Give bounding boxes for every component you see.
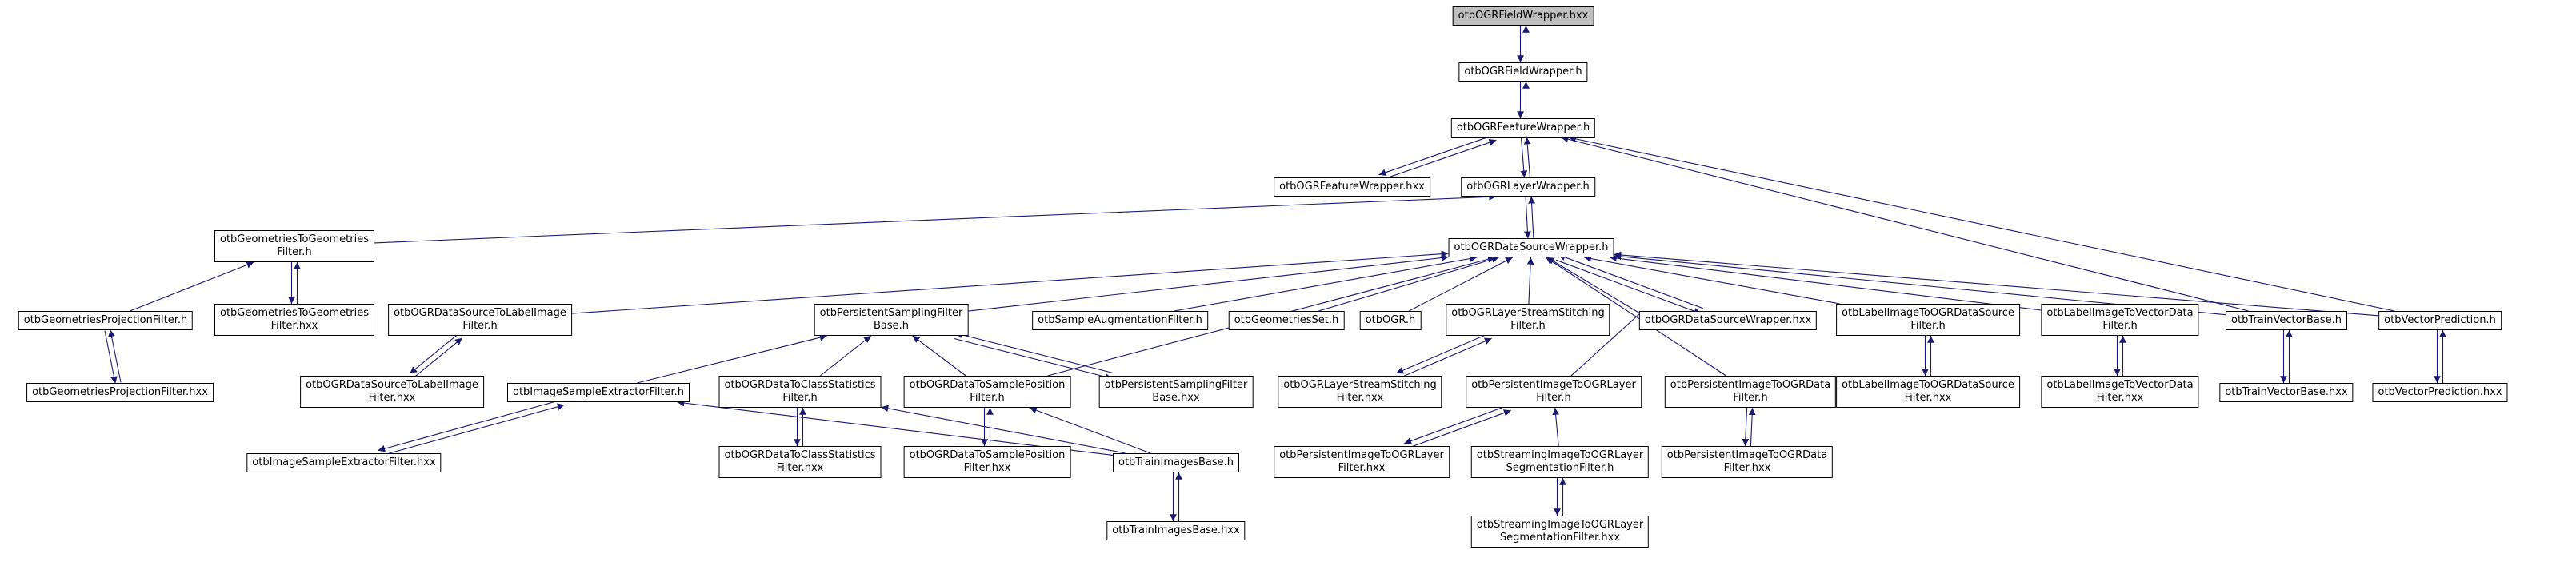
graph-edge [954, 337, 1113, 381]
graph-edge [1748, 408, 1756, 447]
graph-node-ogrdatatoclassstats_h[interactable]: otbOGRDataToClassStatistics Filter.h [718, 376, 882, 408]
graph-node-labeltoogrds_hxx[interactable]: otbLabelImageToOGRDataSource Filter.hxx [1836, 376, 2020, 408]
graph-node-streamingseg_h[interactable]: otbStreamingImageToOGRLayer Segmentation… [1470, 446, 1650, 478]
graph-node-trainvectorbase_h[interactable]: otbTrainVectorBase.h [2226, 311, 2347, 330]
graph-node-persistenttoogrlayer_h[interactable]: otbPersistentImageToOGRLayer Filter.h [1466, 376, 1642, 408]
graph-edge [1408, 257, 1514, 312]
graph-node-geomprojection_h[interactable]: otbGeometriesProjectionFilter.h [18, 311, 194, 330]
graph-edge [819, 335, 872, 377]
graph-node-persistenttoogrlayer_hxx[interactable]: otbPersistentImageToOGRLayer Filter.hxx [1274, 446, 1450, 478]
graph-node-trainimagesbase_hxx[interactable]: otbTrainImagesBase.hxx [1106, 521, 1246, 540]
graph-node-ogrdatatosamplepos_h[interactable]: otbOGRDataToSamplePosition Filter.h [903, 376, 1071, 408]
graph-edge [1523, 137, 1531, 177]
graph-node-ogr_h[interactable]: otbOGR.h [1359, 311, 1422, 330]
graph-node-datasourcewrapper_h[interactable]: otbOGRDataSourceWrapper.h [1448, 238, 1614, 257]
graph-node-labeltovector_hxx[interactable]: otbLabelImageToVectorData Filter.hxx [2041, 376, 2199, 408]
graph-edge [1398, 337, 1492, 379]
graph-node-persistenttoogrdata_hxx[interactable]: otbPersistentImageToOGRData Filter.hxx [1661, 446, 1834, 478]
graph-node-ogrdstolabelimage_hxx[interactable]: otbOGRDataSourceToLabelImage Filter.hxx [300, 376, 484, 408]
graph-node-persistenttoogrdata_h[interactable]: otbPersistentImageToOGRData Filter.h [1664, 376, 1837, 408]
graph-node-labeltovector_h[interactable]: otbLabelImageToVectorData Filter.h [2041, 304, 2199, 336]
graph-edge [954, 331, 1114, 374]
graph-node-featurewrapper_hxx[interactable]: otbOGRFeatureWrapper.hxx [1274, 177, 1430, 197]
graph-edge [1552, 407, 1559, 447]
graph-edge [108, 329, 122, 383]
graph-edge [379, 403, 565, 456]
graph-edge [1378, 134, 1495, 176]
graph-edge [1584, 255, 1840, 305]
graph-edge [1742, 407, 1750, 446]
graph-edge [409, 333, 459, 374]
graph-node-featurewrapper_h[interactable]: otbOGRFeatureWrapper.h [1450, 118, 1596, 138]
graph-node-persistentsampling_h[interactable]: otbPersistentSamplingFilter Base.h [814, 304, 969, 336]
graph-edge [1561, 135, 2249, 312]
graph-node-ogrdatatosamplepos_hxx[interactable]: otbOGRDataToSamplePosition Filter.hxx [903, 446, 1071, 478]
graph-node-streamingseg_hxx[interactable]: otbStreamingImageToOGRLayer Segmentation… [1470, 516, 1650, 548]
graph-node-geometriesset_h[interactable]: otbGeometriesSet.h [1228, 311, 1345, 330]
graph-node-trainvectorbase_hxx[interactable]: otbTrainVectorBase.hxx [2219, 383, 2354, 402]
graph-edge [571, 250, 1449, 314]
graph-edge [1610, 254, 2042, 311]
graph-node-ogrdatatoclassstats_hxx[interactable]: otbOGRDataToClassStatistics Filter.hxx [718, 446, 882, 478]
graph-node-trainimagesbase_h[interactable]: otbTrainImagesBase.h [1112, 453, 1240, 472]
graph-edge [1404, 405, 1510, 444]
graph-edge [104, 330, 118, 384]
graph-node-sampleaugmentation_h[interactable]: otbSampleAugmentationFilter.h [1032, 311, 1208, 330]
graph-node-datasourcewrapper_hxx[interactable]: otbOGRDataSourceWrapper.hxx [1638, 311, 1818, 330]
graph-node-vectorprediction_h[interactable]: otbVectorPrediction.h [2378, 311, 2502, 330]
graph-edge [912, 335, 966, 377]
graph-edge [1558, 253, 1703, 309]
graph-node-imagesampleextractor_h[interactable]: otbImageSampleExtractorFilter.h [507, 383, 690, 402]
graph-edge [1520, 138, 1528, 178]
graph-node-vectorprediction_hxx[interactable]: otbVectorPrediction.hxx [2372, 383, 2508, 402]
graph-node-geomtogeom_h[interactable]: otbGeometriesToGeometries Filter.h [214, 230, 375, 262]
graph-node-labeltoogrds_h[interactable]: otbLabelImageToOGRDataSource Filter.h [1836, 304, 2020, 336]
graph-edge [1526, 257, 1534, 305]
graph-node-fieldwrapper_hxx: otbOGRFieldWrapper.hxx [1452, 6, 1594, 26]
graph-edge [1318, 256, 1499, 312]
graph-edge [1406, 409, 1511, 449]
graph-edge [374, 193, 1497, 244]
graph-node-geomtogeom_hxx[interactable]: otbGeometriesToGeometries Filter.hxx [214, 304, 375, 336]
graph-node-layerwrapper_h[interactable]: otbOGRLayerWrapper.h [1461, 177, 1595, 197]
graph-edge [1524, 197, 1531, 239]
graph-edge [968, 254, 1449, 312]
graph-node-geomprojection_hxx[interactable]: otbGeometriesProjectionFilter.hxx [26, 383, 214, 402]
graph-edge [1380, 139, 1497, 181]
graph-edge [1396, 333, 1490, 374]
graph-node-streamstitching_h[interactable]: otbOGRLayerStreamStitching Filter.h [1446, 304, 1610, 336]
graph-node-persistentsampling_hxx[interactable]: otbPersistentSamplingFilter Base.hxx [1098, 376, 1254, 408]
graph-edge [1528, 196, 1535, 238]
graph-node-fieldwrapper_h[interactable]: otbOGRFieldWrapper.h [1458, 62, 1588, 82]
graph-node-ogrdstolabelimage_h[interactable]: otbOGRDataSourceToLabelImage Filter.h [388, 304, 572, 336]
graph-edge [413, 337, 463, 379]
graph-edge [1568, 135, 2395, 312]
graph-node-imagesampleextractor_hxx[interactable]: otbImageSampleExtractorFilter.hxx [246, 453, 442, 472]
graph-node-streamstitching_hxx[interactable]: otbOGRLayerStreamStitching Filter.hxx [1278, 376, 1442, 408]
graph-edge [1174, 255, 1478, 312]
